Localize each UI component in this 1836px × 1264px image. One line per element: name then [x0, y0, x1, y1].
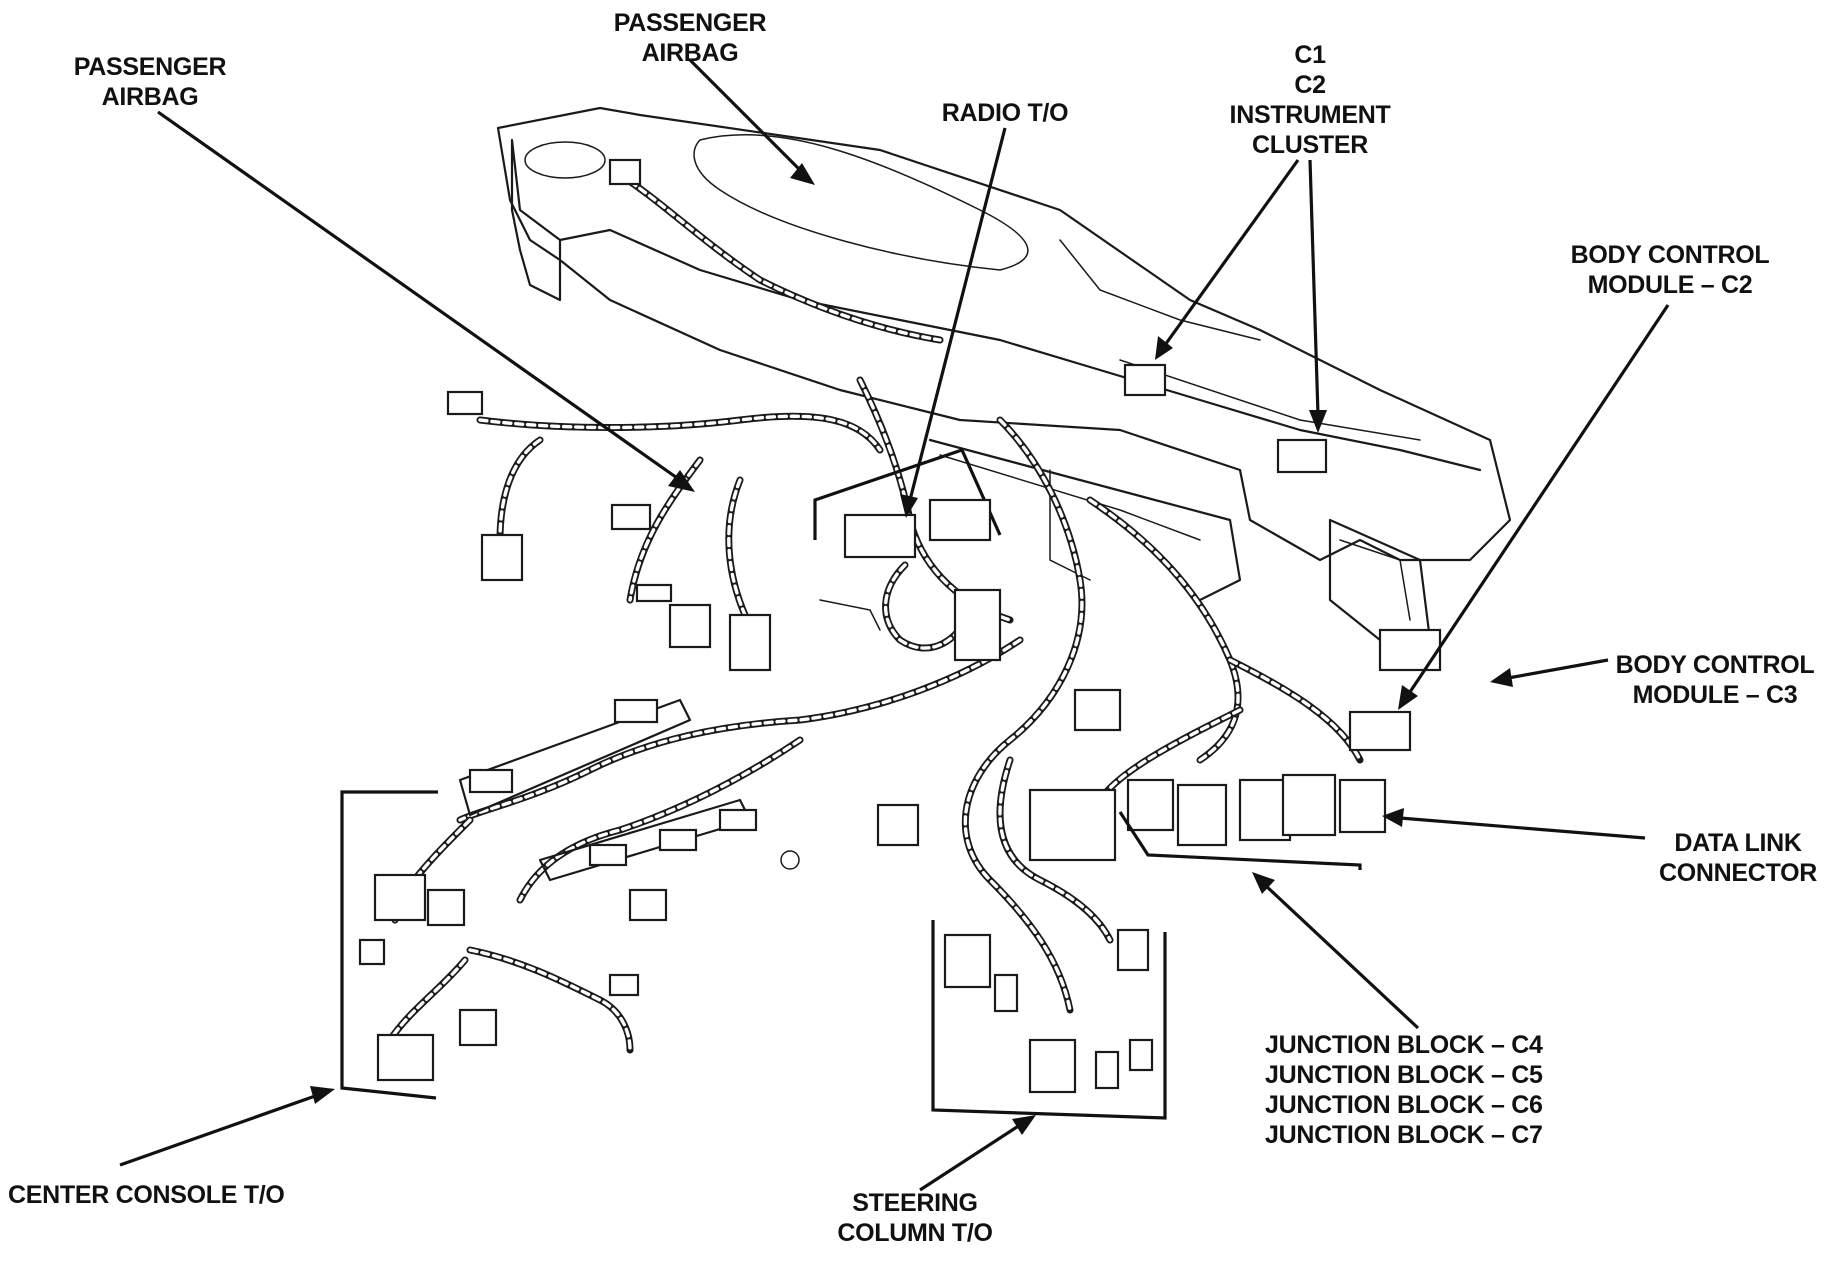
label-line: PASSENGER: [73, 53, 227, 81]
steering-column-connectors: [876, 688, 1167, 1120]
label-bcm-c2: BODY CONTROL MODULE – C2: [1560, 240, 1780, 300]
leader-lines: [119, 58, 1670, 1192]
label-line: JUNCTION BLOCK – C6: [1265, 1091, 1543, 1119]
label-junction-block: JUNCTION BLOCK – C4 JUNCTION BLOCK – C5 …: [1265, 1030, 1565, 1150]
label-line: STEERING: [852, 1189, 978, 1217]
label-bcm-c3: BODY CONTROL MODULE – C3: [1602, 650, 1828, 710]
label-line: AIRBAG: [101, 83, 199, 111]
label-center-console-to: CENTER CONSOLE T/O: [8, 1180, 328, 1210]
label-line: RADIO T/O: [941, 99, 1069, 127]
bcm-connectors: [1123, 363, 1442, 752]
label-radio-to: RADIO T/O: [930, 98, 1080, 128]
radio-to-connectors: [813, 448, 1002, 662]
main-harness: [386, 171, 1364, 1054]
label-line: JUNCTION BLOCK – C7: [1265, 1121, 1543, 1149]
label-passenger-airbag-top: PASSENGER AIRBAG: [602, 8, 778, 68]
label-line: C1: [1294, 41, 1326, 69]
instrument-panel-outline: [496, 106, 1512, 642]
label-data-link-connector: DATA LINK CONNECTOR: [1650, 828, 1826, 888]
label-passenger-airbag-left: PASSENGER AIRBAG: [62, 52, 238, 112]
label-line: CENTER CONSOLE T/O: [8, 1181, 285, 1209]
label-line: JUNCTION BLOCK – C5: [1265, 1061, 1543, 1089]
label-line: MODULE – C2: [1587, 271, 1753, 299]
label-line: MODULE – C3: [1632, 681, 1798, 709]
center-console-connectors: [340, 698, 800, 1100]
label-line: AIRBAG: [641, 39, 739, 67]
label-line: CLUSTER: [1252, 131, 1368, 159]
label-steering-column-to: STEERING COLUMN T/O: [820, 1188, 1010, 1248]
label-line: BODY CONTROL: [1615, 651, 1815, 679]
label-line: PASSENGER: [613, 9, 767, 37]
junction-block-connectors: [1118, 773, 1387, 870]
left-connectors: [446, 158, 772, 672]
label-line: JUNCTION BLOCK – C4: [1265, 1031, 1543, 1059]
label-line: BODY CONTROL: [1570, 241, 1770, 269]
label-line: COLUMN T/O: [837, 1219, 993, 1247]
label-line: CONNECTOR: [1659, 859, 1817, 887]
label-line: INSTRUMENT: [1229, 101, 1391, 129]
label-instrument-cluster: C1 C2 INSTRUMENT CLUSTER: [1220, 40, 1400, 160]
label-line: C2: [1294, 71, 1326, 99]
label-line: DATA LINK: [1674, 829, 1802, 857]
